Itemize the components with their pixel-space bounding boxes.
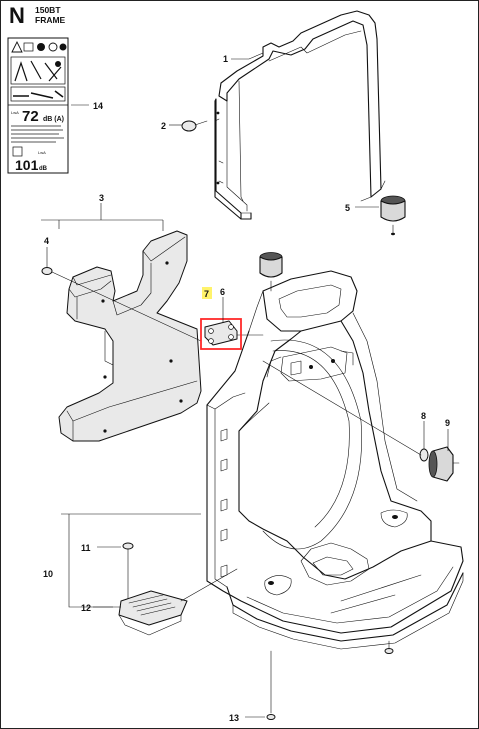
callout-12: 12 xyxy=(81,603,91,613)
callout-7-marker xyxy=(202,287,212,299)
label-sticker-panel: LwA 72 dB (A) LwA 101 dB xyxy=(7,37,69,174)
callout-numbers: 1 2 3 4 5 6 7 8 9 10 11 12 13 14 xyxy=(43,54,450,723)
callout-3: 3 xyxy=(99,193,104,203)
lwa-tag: LwA xyxy=(11,110,19,115)
part-11-screw xyxy=(122,542,134,602)
callout-4: 4 xyxy=(44,236,49,246)
main-frame-body xyxy=(206,252,464,650)
part-12-foot-pad xyxy=(118,568,238,636)
callout-13: 13 xyxy=(229,713,239,723)
warning-triangle-icon xyxy=(11,40,23,53)
callout-6: 6 xyxy=(220,287,225,297)
callout-11: 11 xyxy=(81,543,91,553)
ear-protection-icon xyxy=(37,43,45,51)
sound-power-unit: dB xyxy=(39,166,48,172)
manual-book-icon xyxy=(23,42,34,52)
model-label: 150BT xyxy=(35,5,61,15)
part-6-bracket xyxy=(204,320,264,346)
callout-10: 10 xyxy=(43,569,53,579)
callout-5: 5 xyxy=(345,203,350,213)
safety-pictogram-icon xyxy=(14,60,62,82)
highlight-box-part-7 xyxy=(200,318,242,350)
callout-14: 14 xyxy=(93,101,103,111)
callout-9: 9 xyxy=(445,418,450,428)
part-3-back-pad xyxy=(58,230,202,442)
section-title: FRAME xyxy=(35,15,66,25)
sound-power-icon xyxy=(12,146,23,157)
part-5-grommet xyxy=(380,195,406,236)
part-1-upper-frame xyxy=(214,10,386,220)
callout-2: 2 xyxy=(161,121,166,131)
callout-leaders xyxy=(41,52,449,718)
noise-level-value: 72 xyxy=(22,108,39,125)
part-13-nut xyxy=(266,640,394,720)
sound-power-value: 101 xyxy=(15,157,39,173)
callout-7: 7 xyxy=(204,289,209,299)
part-2-plug xyxy=(181,120,208,132)
noise-level-unit: dB (A) xyxy=(43,116,64,123)
section-letter: N xyxy=(9,3,25,28)
callout-8: 8 xyxy=(421,411,426,421)
part-4-plug xyxy=(41,267,202,342)
callout-1: 1 xyxy=(223,54,228,64)
part-9-bushing xyxy=(262,360,460,482)
sound-power-tag: LwA xyxy=(38,150,46,155)
